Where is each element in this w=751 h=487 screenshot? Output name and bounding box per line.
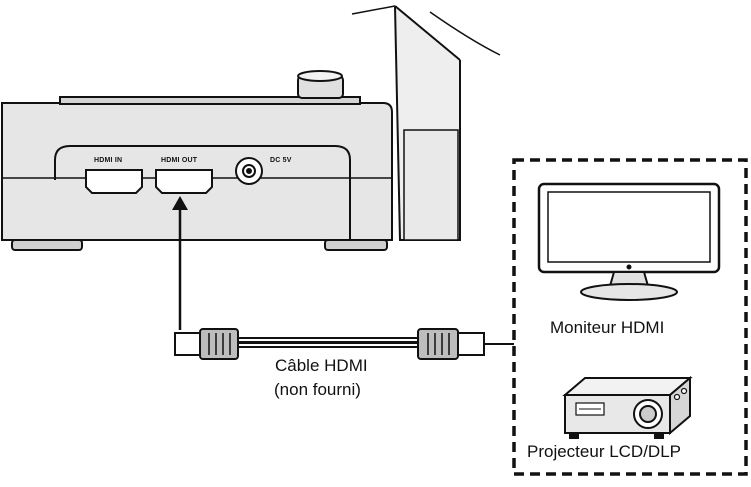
hdmi-in-port <box>85 169 143 194</box>
hdmi-out-label: HDMI OUT <box>161 157 198 164</box>
cable-plug-right-tip <box>457 332 485 356</box>
cable-plug-left-tip <box>174 332 201 356</box>
focus-knob <box>297 70 344 99</box>
camera-arm <box>351 5 501 241</box>
connection-arrow-head <box>172 196 188 210</box>
cable-plug-left <box>199 328 239 360</box>
monitor-label: Moniteur HDMI <box>550 318 665 337</box>
dc-label: DC 5V <box>270 157 292 164</box>
output-devices-box <box>512 158 748 476</box>
hdmi-in-label: HDMI IN <box>94 157 123 164</box>
cable-plug-right <box>417 328 459 360</box>
hdmi-out-port <box>155 169 213 194</box>
dc-jack <box>235 157 263 185</box>
cable-note: (non fourni) <box>274 380 361 399</box>
port-panel <box>54 145 351 240</box>
projector-label: Projecteur LCD/DLP <box>527 442 682 461</box>
projector-icon <box>562 375 693 439</box>
monitor-icon <box>537 182 721 301</box>
hdmi-cable <box>174 328 514 360</box>
cable-label: Câble HDMI <box>275 356 368 375</box>
